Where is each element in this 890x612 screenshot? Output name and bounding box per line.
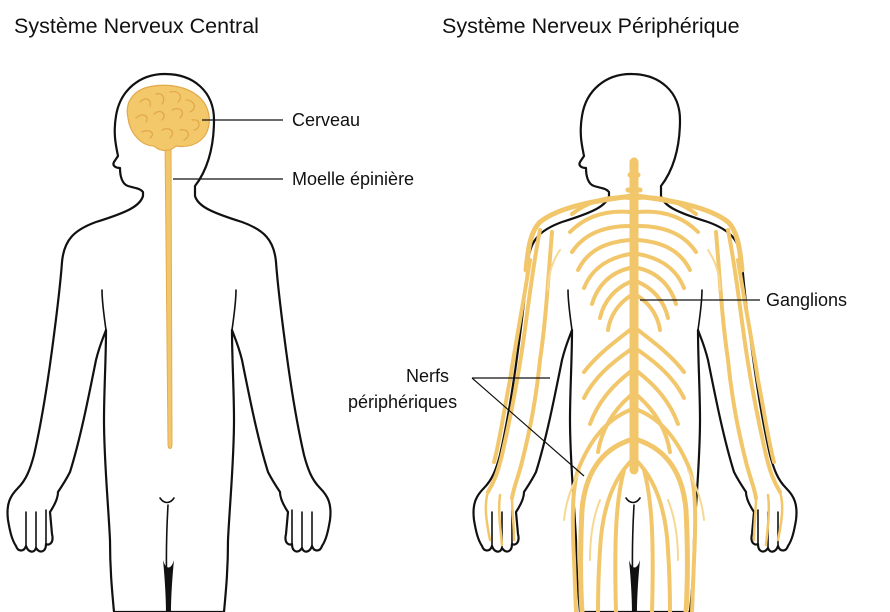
ganglia-label: Ganglions: [766, 290, 847, 310]
brain: [127, 85, 209, 150]
brain-label: Cerveau: [292, 110, 360, 130]
pns-title: Système Nerveux Périphérique: [442, 14, 740, 38]
peripheral-nerves-label-line1: Nerfs: [406, 366, 449, 386]
cns-figure: [7, 74, 330, 612]
spinal-cord-label: Moelle épinière: [292, 169, 414, 189]
peripheral-nerves-label-line2: périphériques: [348, 392, 457, 412]
pns-figure: [472, 74, 797, 612]
cns-title: Système Nerveux Central: [14, 14, 259, 38]
